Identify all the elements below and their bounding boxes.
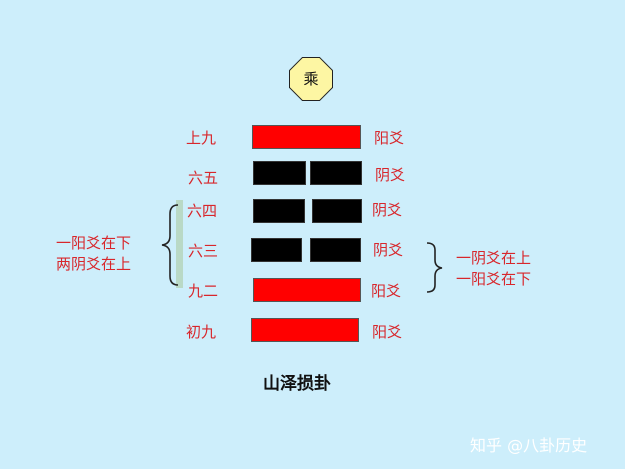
line-type-label: 阳爻	[371, 282, 402, 300]
hexagram-title: 山泽损卦	[263, 374, 331, 394]
badge-text: 乘	[303, 70, 319, 88]
line-position-label: 六三	[188, 242, 219, 260]
line-type-label: 阴爻	[372, 201, 403, 219]
left-note-line2: 两阴爻在上	[56, 255, 132, 273]
left-note-line1: 一阳爻在下	[56, 234, 132, 252]
badge-octagon	[290, 58, 332, 100]
yin-line-left-segment	[253, 161, 306, 185]
right-brace-icon	[426, 242, 443, 293]
yin-line-left-segment	[251, 238, 302, 262]
right-note-line1: 一阴爻在上	[456, 249, 532, 267]
watermark-text: 知乎 @八卦历史	[470, 436, 588, 455]
line-type-label: 阴爻	[375, 166, 406, 184]
line-position-label: 上九	[186, 129, 217, 147]
yin-line-right-segment	[312, 199, 362, 223]
yin-line-right-segment	[310, 161, 362, 185]
line-type-label: 阳爻	[374, 129, 405, 147]
yang-line-bar	[251, 318, 359, 342]
right-note-line2: 一阳爻在下	[456, 270, 532, 288]
yang-line-bar	[253, 278, 361, 302]
line-type-label: 阳爻	[372, 323, 403, 341]
yang-line-bar	[252, 125, 361, 149]
line-position-label: 六五	[188, 169, 219, 187]
yin-line-right-segment	[310, 238, 361, 262]
line-type-label: 阴爻	[373, 241, 404, 259]
line-position-label: 初九	[186, 323, 217, 341]
line-position-label: 九二	[188, 282, 219, 300]
left-brace-icon	[161, 204, 179, 286]
yin-line-left-segment	[253, 199, 305, 223]
left-highlight-strip	[176, 200, 183, 288]
line-position-label: 六四	[187, 202, 218, 220]
